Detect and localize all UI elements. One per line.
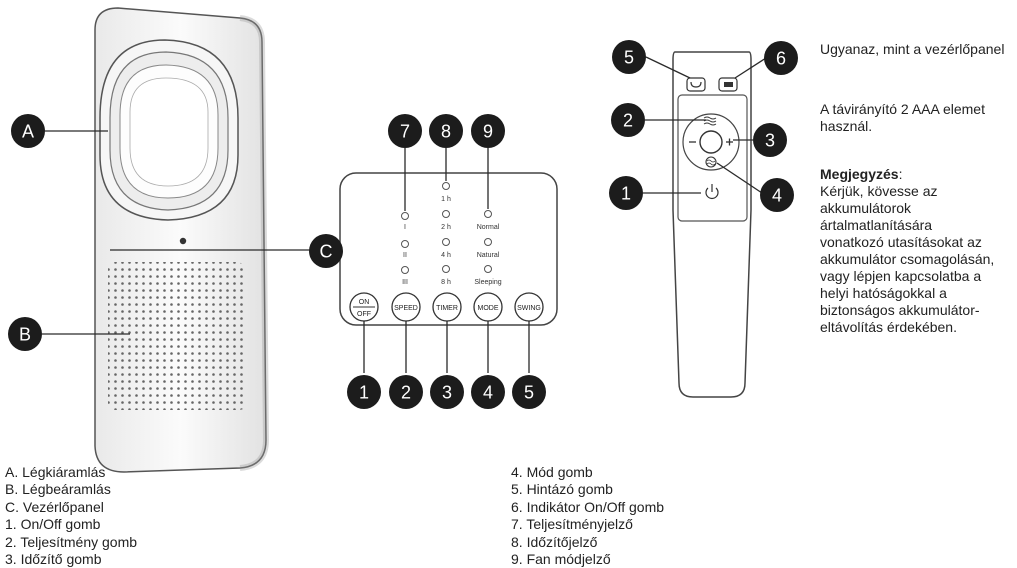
legend-item: 3. Időzítő gomb: [5, 551, 102, 568]
control-panel: I II III 1 h 2 h 4 h 8 h Normal Natural …: [339, 172, 558, 326]
air-inlet-grille: [108, 262, 246, 410]
remote-callout-5: 5: [624, 48, 634, 68]
air-outlet: [99, 39, 239, 221]
power-icon[interactable]: [705, 184, 719, 199]
callout-8: 8: [441, 122, 451, 142]
same-as-panel-note: Ugyanaz, mint a vezérlőpanel: [820, 41, 1005, 57]
legend-item: 1. On/Off gomb: [5, 516, 101, 533]
battery-note: A távirányító 2 AAA elemet használ.: [820, 101, 985, 134]
legend-item: A. Légkiáramlás: [5, 464, 106, 480]
legend-item: 4. Mód gomb: [511, 464, 593, 480]
timer-level-4h: 4 h: [441, 252, 451, 259]
remote-center-button[interactable]: [699, 130, 723, 154]
callout-7: 7: [400, 122, 410, 142]
air-cooler-unit: [94, 7, 270, 473]
note-heading: Megjegyzés: [820, 166, 899, 182]
legend-left: A. Légkiáramlás B. Légbeáramlás C. Vezér…: [5, 464, 137, 568]
callout-3: 3: [442, 383, 452, 403]
sensor-dot: [179, 237, 187, 245]
mode-label: MODE: [478, 305, 499, 312]
mode-icon: [705, 156, 717, 168]
legend-item: C. Vezérlőpanel: [5, 498, 104, 515]
remote-callout-2: 2: [623, 111, 633, 131]
mode-level-normal: Normal: [477, 224, 500, 231]
callout-5: 5: [524, 383, 534, 403]
callout-2: 2: [401, 383, 411, 403]
timer-level-1h: 1 h: [441, 196, 451, 203]
callout-a: A: [22, 122, 34, 142]
remote-callout-3: 3: [765, 131, 775, 151]
remote-callout-1: 1: [621, 184, 631, 204]
mode-level-sleeping: Sleeping: [474, 279, 501, 286]
speed-level-1: I: [404, 224, 406, 231]
timer-level-2h: 2 h: [441, 224, 451, 231]
legend-item: 5. Hintázó gomb: [511, 481, 613, 498]
callout-b: B: [19, 325, 31, 345]
speed-level-2: II: [403, 252, 407, 259]
legend-item: 6. Indikátor On/Off gomb: [511, 498, 665, 515]
callout-9: 9: [483, 122, 493, 142]
note-colon: :: [898, 166, 903, 182]
remote-callout-6: 6: [776, 49, 786, 69]
legend-right: 4. Mód gomb 5. Hintázó gomb 6. Indikátor…: [511, 464, 664, 568]
callout-c: C: [320, 242, 333, 262]
remote-callout-4: 4: [772, 186, 782, 206]
callout-1: 1: [359, 383, 369, 403]
disposal-note: Megjegyzés: Kérjük, kövesse az akkumulát…: [820, 166, 1015, 336]
remote-control: [672, 51, 752, 398]
timer-label: TIMER: [436, 305, 458, 312]
note-text: Kérjük, kövesse az akkumulátorok ártalma…: [820, 183, 995, 335]
legend-item: 2. Teljesítmény gomb: [5, 533, 138, 550]
callout-4: 4: [483, 383, 493, 403]
speed-level-3: III: [402, 279, 408, 286]
timer-level-8h: 8 h: [441, 279, 451, 286]
legend-item: 8. Időzítőjelző: [511, 533, 598, 550]
legend-item: 9. Fan módjelző: [511, 551, 611, 568]
speed-label: SPEED: [394, 305, 418, 312]
on-label: ON: [359, 299, 370, 306]
mode-level-natural: Natural: [477, 252, 500, 259]
off-label: OFF: [357, 311, 371, 318]
legend-item: 7. Teljesítményjelző: [511, 516, 633, 533]
swing-label: SWING: [517, 305, 541, 312]
legend-item: B. Légbeáramlás: [5, 481, 111, 498]
remote-indicator-button[interactable]: [686, 77, 706, 92]
